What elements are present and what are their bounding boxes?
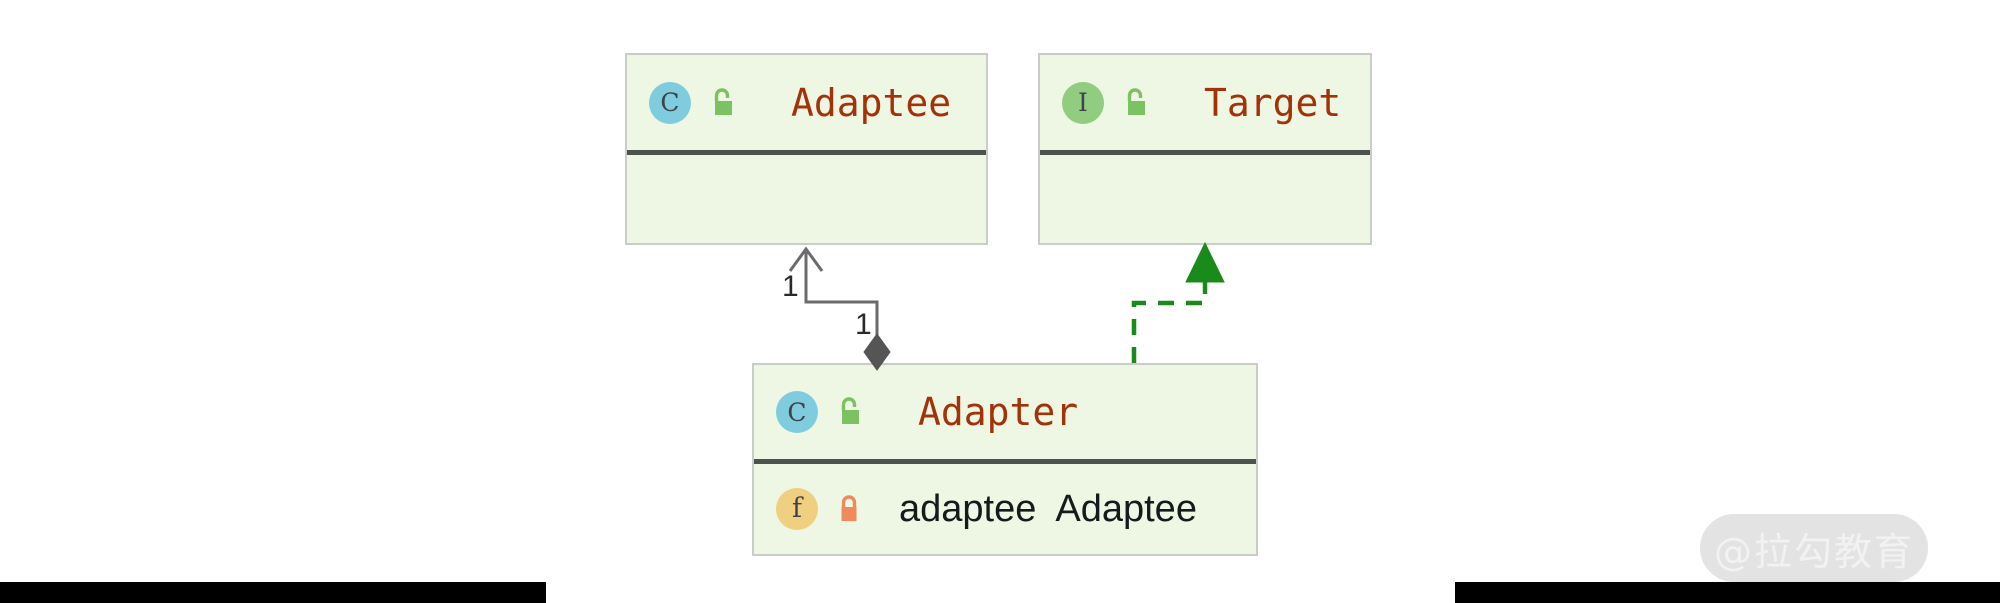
class-members-target [1040, 155, 1370, 243]
field-row-adaptee[interactable]: f adaptee Adaptee [754, 464, 1256, 553]
unlock-icon [841, 397, 859, 424]
class-name-adaptee: Adaptee [791, 80, 952, 125]
class-name-target: Target [1204, 80, 1342, 125]
class-box-adapter[interactable]: C Adapter f adaptee Adaptee [752, 363, 1258, 556]
realization-connector-adapter-to-target [1131, 241, 1225, 363]
field-stereotype-icon: f [776, 487, 818, 530]
unlock-icon [1127, 87, 1145, 115]
class-stereotype-icon: C [776, 391, 818, 433]
class-stereotype-icon: C [649, 81, 691, 124]
letterbox-bar-right [1455, 582, 2000, 603]
open-arrowhead [788, 246, 824, 272]
multiplicity-source-end: 1 [855, 308, 872, 341]
unlock-icon [714, 87, 732, 115]
class-members-adaptee [627, 155, 986, 243]
lock-icon [841, 494, 857, 521]
field-label-adaptee: adaptee Adaptee [899, 487, 1197, 530]
class-header-adapter: C Adapter [754, 365, 1256, 464]
realization-arrowhead [1185, 241, 1225, 283]
multiplicity-target-end: 1 [782, 270, 799, 303]
class-header-target: I Target [1040, 55, 1370, 155]
class-box-target[interactable]: I Target [1038, 53, 1372, 245]
letterbox-bar-left [0, 582, 546, 603]
class-header-adaptee: C Adaptee [627, 55, 986, 155]
class-name-adapter: Adapter [918, 390, 1079, 434]
watermark: @拉勾教育 [1700, 514, 1928, 582]
composition-connector-adapter-to-adaptee [788, 246, 891, 371]
class-box-adaptee[interactable]: C Adaptee [625, 53, 988, 245]
interface-stereotype-icon: I [1062, 81, 1104, 124]
watermark-text: @拉勾教育 [1713, 529, 1914, 574]
class-members-adapter: f adaptee Adaptee [754, 464, 1256, 554]
